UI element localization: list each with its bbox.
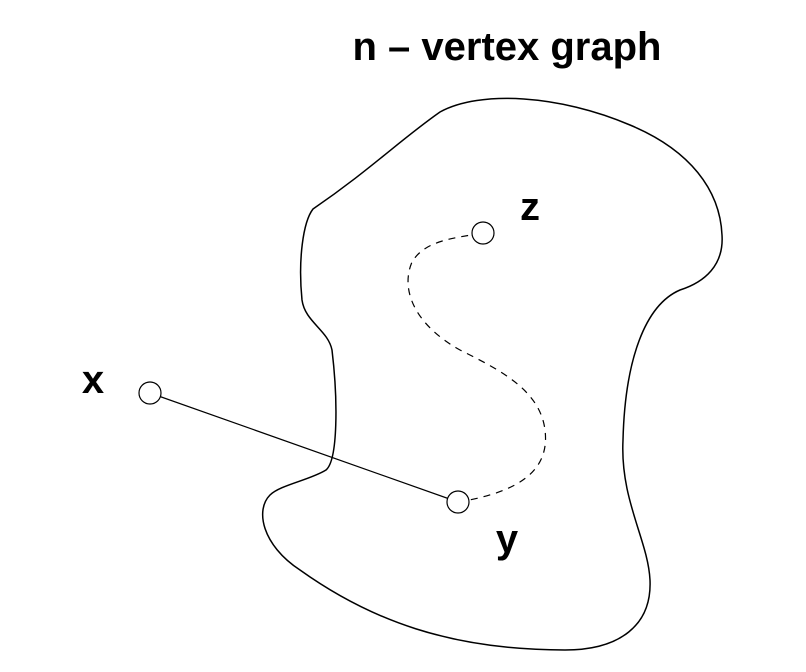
edge-x-y xyxy=(149,392,459,503)
vertex-y xyxy=(446,490,470,514)
graph-boundary xyxy=(262,97,723,651)
vertex-y-label: y xyxy=(496,517,519,561)
vertex-z-label: z xyxy=(520,185,540,229)
path-y-z-dashed xyxy=(407,232,547,503)
vertex-z xyxy=(471,221,495,245)
vertex-x-label: x xyxy=(82,358,104,402)
vertex-x xyxy=(138,381,162,405)
diagram-title: n – vertex graph xyxy=(352,25,661,69)
